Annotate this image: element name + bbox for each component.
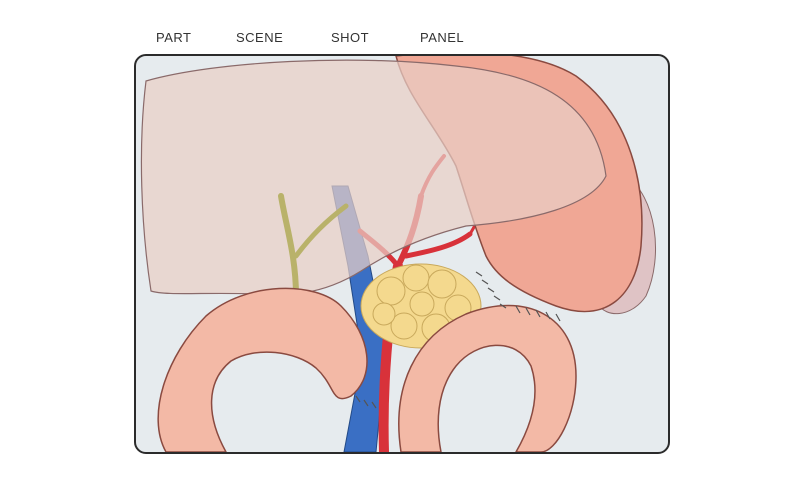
liver-shape (140, 59, 607, 296)
label-part: PART (156, 30, 192, 45)
anatomy-illustration (140, 56, 656, 452)
bowel-loop-right (398, 304, 577, 452)
header-labels: PART SCENE SHOT PANEL (0, 30, 800, 50)
bowel-loop-left (157, 287, 368, 452)
bile-duct-shape (278, 193, 349, 299)
illustration-panel (134, 54, 670, 454)
suture-marks (355, 271, 561, 409)
label-scene: SCENE (236, 30, 284, 45)
label-shot: SHOT (331, 30, 370, 45)
label-panel: PANEL (420, 30, 465, 45)
